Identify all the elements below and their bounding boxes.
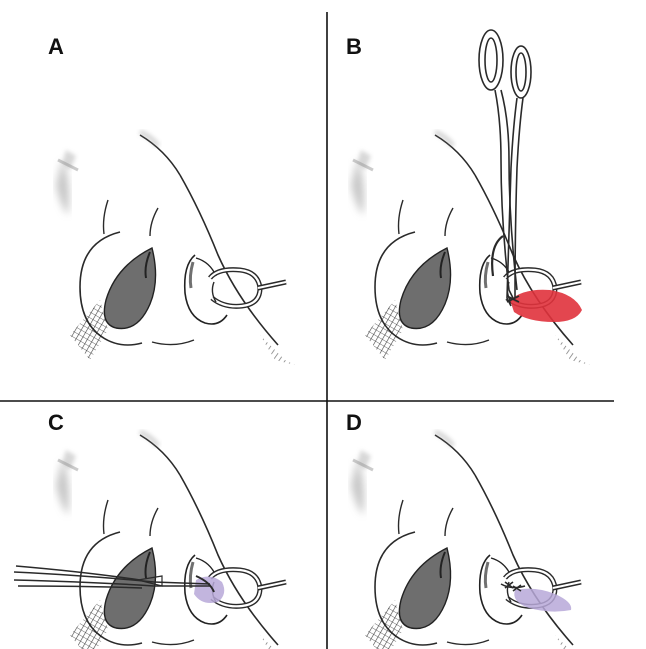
suture-icon (500, 581, 526, 592)
panel-a (56, 132, 295, 365)
nose-drawing-a (56, 132, 295, 365)
nose-drawing-d (351, 432, 590, 649)
needle-holder-icon (13, 565, 215, 593)
panel-label-c: C (48, 410, 64, 435)
panel-label-d: D (346, 410, 362, 435)
panel-c (13, 432, 295, 649)
panel-label-a: A (48, 34, 64, 59)
highlight-lavender-region (514, 588, 572, 612)
highlight-red-region (510, 289, 582, 322)
nasal-retractor-icon (210, 270, 286, 307)
forceps-icon (478, 29, 532, 307)
nose-drawing-c (56, 432, 295, 649)
panel-label-b: B (346, 34, 362, 59)
highlight-lavender-region (194, 576, 225, 603)
nose-drawing-b (351, 132, 590, 365)
panel-d (351, 432, 590, 649)
panel-b (351, 29, 590, 365)
